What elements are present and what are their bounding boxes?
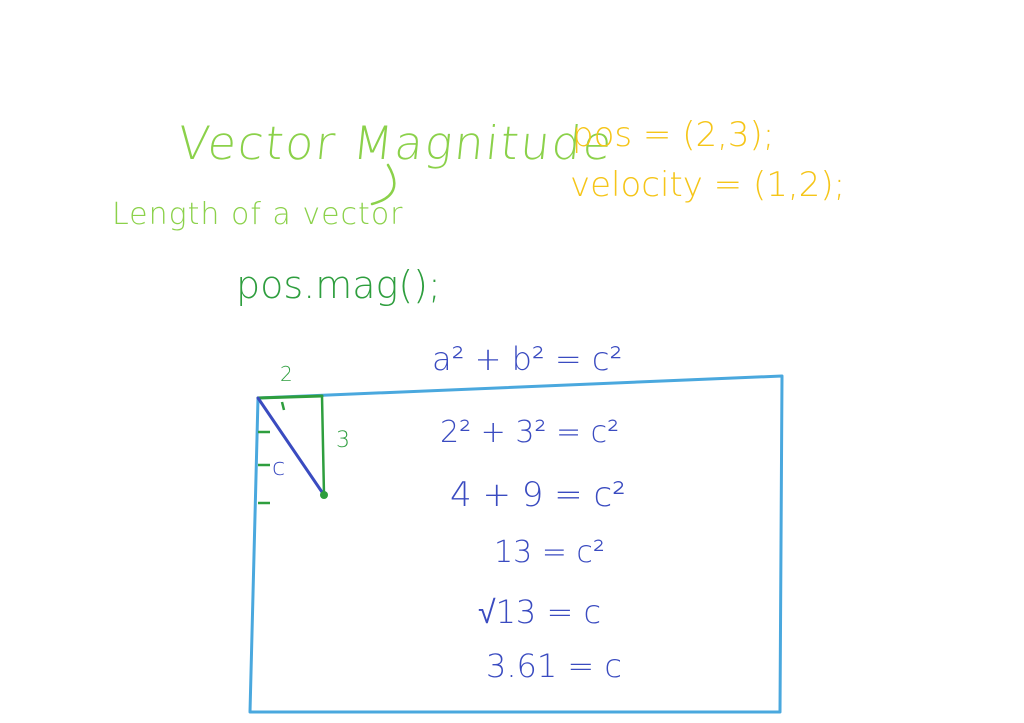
equation-pythagorean: a² + b² = c² — [432, 340, 623, 378]
triangle-side-vertical — [320, 394, 326, 497]
triangle-label-horizontal: 2 — [280, 362, 293, 386]
triangle-label-hypotenuse: c — [272, 453, 286, 481]
annotation-bracket — [370, 163, 396, 206]
equation-root: √13 = c — [478, 593, 602, 631]
equation-box — [248, 374, 784, 714]
pos-assignment: pos = (2,3); — [572, 115, 775, 155]
triangle-hypotenuse — [256, 396, 326, 497]
equation-substituted: 2² + 3² = c² — [440, 415, 620, 450]
triangle-label-vertical: 3 — [336, 428, 350, 453]
triangle-vertex-dot — [320, 491, 328, 499]
triangle-side-horizontal — [256, 394, 324, 400]
equation-result: 3.61 = c — [486, 647, 622, 685]
velocity-assignment: velocity = (1,2); — [570, 165, 846, 205]
tick-mark — [280, 401, 286, 411]
subtitle: Length of a vector — [112, 197, 404, 232]
equation-squared: 4 + 9 = c² — [450, 475, 626, 515]
equation-sum: 13 = c² — [494, 535, 605, 570]
page-title: Vector Magnitude — [175, 116, 617, 170]
code-call: pos.mag(); — [236, 263, 441, 307]
